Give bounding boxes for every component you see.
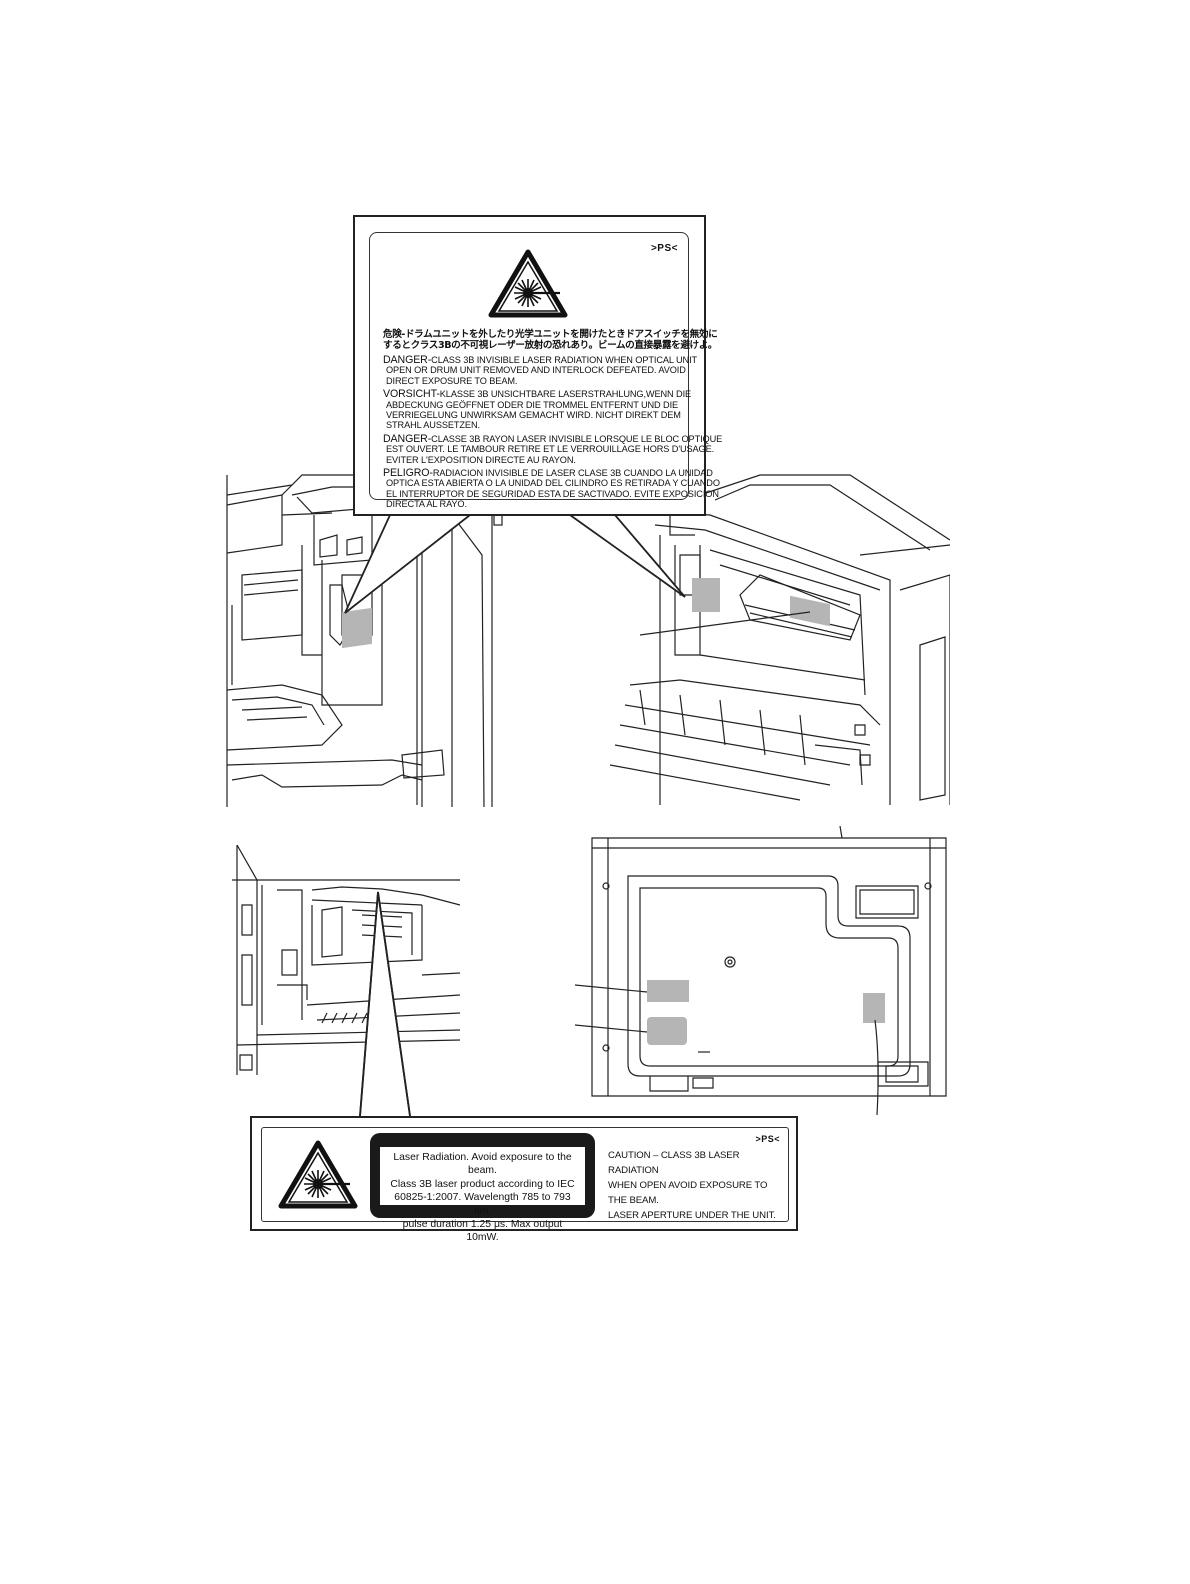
laser-warning-label-top: >PS< 危険-ドラムユニットを外したり光学ユニットを開けたときドアスイッチを無… — [353, 215, 722, 516]
laser-info-text: Laser Radiation. Avoid exposure to the b… — [380, 1147, 585, 1243]
leader-line-right — [640, 611, 811, 636]
label-location-marker-rear-3 — [863, 993, 885, 1023]
warning-text-block: 危険-ドラムユニットを外したり光学ユニットを開けたときドアスイッチを無効にすると… — [383, 329, 723, 513]
peligro-spanish: PELIGRO-RADIACION INVISIBLE DE LASER CLA… — [383, 467, 720, 510]
laser-warning-icon — [278, 1140, 358, 1209]
printer-side-illustration — [232, 845, 461, 1075]
callout-pointers-top — [344, 514, 686, 614]
danger-english: DANGER-CLASS 3B INVISIBLE LASER RADIATIO… — [383, 354, 698, 386]
printer-rear-panel-illustration — [591, 826, 947, 1097]
danger-french: DANGER-CLASSE 3B RAYON LASER INVISIBLE L… — [383, 432, 723, 465]
ps-mark-bottom: >PS< — [755, 1134, 780, 1144]
leader-lines-rear — [575, 984, 879, 1116]
callout-pointer-bottom-lines — [359, 891, 411, 1117]
ps-mark: >PS< — [650, 243, 678, 254]
japanese-warning-text: 危険-ドラムユニットを外したり光学ユニットを開けたときドアスイッチを無効にすると… — [383, 329, 718, 351]
laser-warning-icon — [488, 249, 568, 318]
label-inner-frame: >PS< 危険-ドラムユニットを外したり光学ユニットを開けたときドアスイッチを無… — [369, 232, 722, 509]
laser-info-panel: Laser Radiation. Avoid exposure to the b… — [370, 1133, 595, 1243]
label-location-marker-rear-2 — [647, 1017, 687, 1045]
caution-text: CAUTION – CLASS 3B LASER RADIATION WHEN … — [608, 1150, 776, 1221]
label-location-marker-rear-1 — [647, 980, 689, 1002]
label-inner-frame-bottom: >PS< Laser Radiation. Avoid exposure to … — [261, 1127, 789, 1243]
label-location-marker-right-top — [692, 578, 720, 612]
laser-warning-label-bottom: >PS< Laser Radiation. Avoid exposure to … — [250, 1116, 798, 1243]
printer-rear-open-illustration — [609, 474, 950, 805]
vorsicht-german: VORSICHT-KLASSE 3B UNSICHTBARE LASERSTRA… — [383, 388, 692, 431]
